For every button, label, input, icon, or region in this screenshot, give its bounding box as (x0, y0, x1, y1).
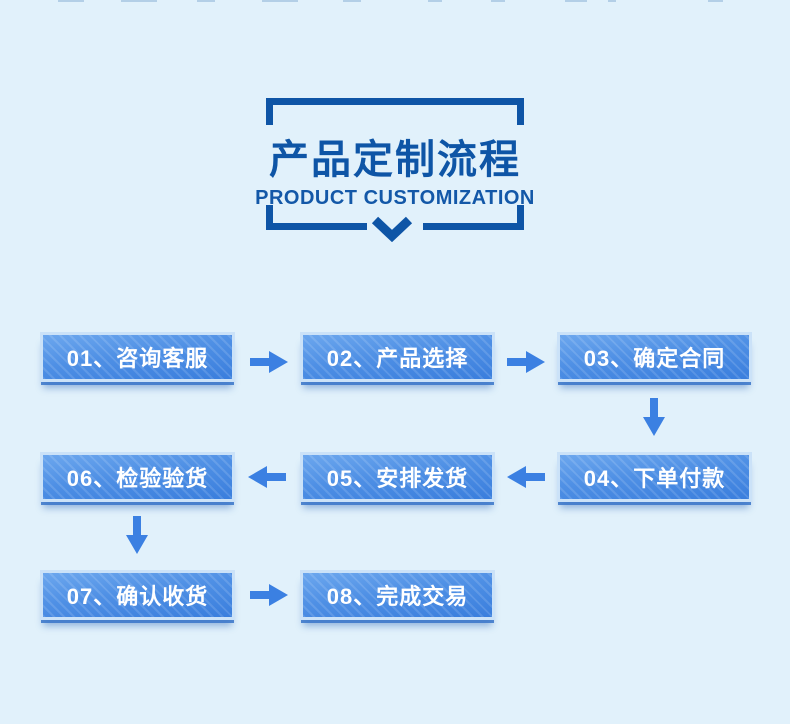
arrow-left-icon (248, 464, 286, 490)
arrow-right-icon (507, 349, 545, 375)
arrow-left-icon (507, 464, 545, 490)
top-edge-artifact (565, 0, 587, 2)
frame-bottom-left-bar (266, 223, 367, 230)
arrow-right-icon (250, 582, 288, 608)
page-subtitle: PRODUCT CUSTOMIZATION (255, 187, 535, 209)
frame-bottom-left-corner (266, 205, 273, 230)
flow-step-04: 04、下单付款 (557, 452, 752, 502)
flow-step-08: 08、完成交易 (300, 570, 495, 620)
flow-step-06: 06、检验验货 (40, 452, 235, 502)
top-edge-artifact (58, 0, 84, 2)
chevron-down-icon (371, 215, 413, 247)
top-edge-artifact (708, 0, 723, 2)
top-edge-artifact (608, 0, 616, 2)
flow-step-02: 02、产品选择 (300, 332, 495, 382)
flow-step-07: 07、确认收货 (40, 570, 235, 620)
frame-bottom-right-bar (423, 223, 524, 230)
flow-step-03: 03、确定合同 (557, 332, 752, 382)
flow-step-05: 05、安排发货 (300, 452, 495, 502)
top-edge-artifact (262, 0, 298, 2)
flow-step-01: 01、咨询客服 (40, 332, 235, 382)
frame-bottom-right-corner (517, 205, 524, 230)
page-title: 产品定制流程 (269, 138, 521, 182)
arrow-down-icon (124, 516, 150, 554)
top-edge-artifact (491, 0, 505, 2)
section-header: 产品定制流程 PRODUCT CUSTOMIZATION (255, 95, 534, 247)
frame-top-right-corner (517, 98, 524, 125)
top-edge-artifact (428, 0, 442, 2)
top-edge-artifact (197, 0, 215, 2)
frame-top-bar (266, 98, 524, 105)
frame-top-left-corner (266, 98, 273, 125)
arrow-right-icon (250, 349, 288, 375)
top-edge-artifact (121, 0, 157, 2)
arrow-down-icon (641, 398, 667, 436)
top-edge-artifact (343, 0, 361, 2)
